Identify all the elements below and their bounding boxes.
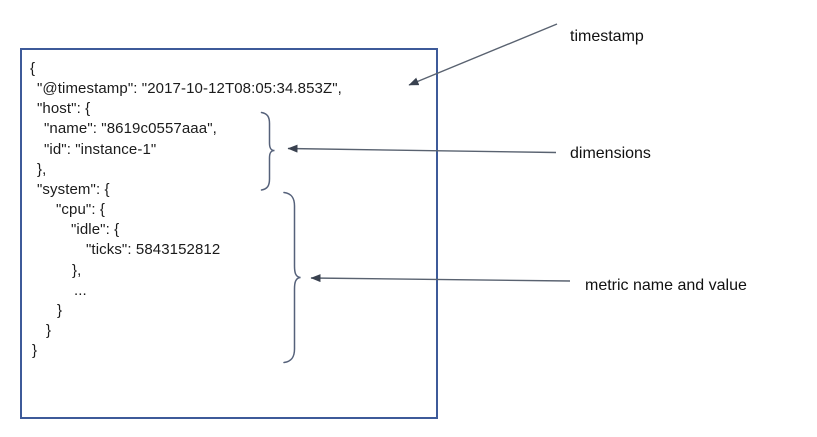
code-line-host: "host": { xyxy=(37,100,91,118)
json-code-block: { "@timestamp": "2017-10-12T08:05:34.853… xyxy=(20,59,438,361)
code-line-cpu-close: } xyxy=(57,301,63,319)
metric-name-and-value-label: metric name and value xyxy=(585,277,747,294)
code-box xyxy=(20,48,438,419)
code-line-host-close: }, xyxy=(37,160,47,178)
code-line-system-close: } xyxy=(46,322,52,340)
code-line-timestamp: "@timestamp": "2017-10-12T08:05:34.853Z"… xyxy=(37,80,342,98)
code-line-cpu: "cpu": { xyxy=(56,201,105,219)
code-line-host-id: "id": "instance-1" xyxy=(44,140,157,158)
code-line-close-brace: } xyxy=(32,342,38,360)
code-line-host-name: "name": "8619c0557aaa", xyxy=(44,120,217,138)
code-line-open-brace: { xyxy=(30,60,36,77)
timestamp-label: timestamp xyxy=(570,28,644,45)
code-line-ellipsis: ... xyxy=(74,281,87,299)
dimensions-label: dimensions xyxy=(570,145,651,162)
code-line-ticks: "ticks": 5843152812 xyxy=(86,241,221,259)
code-line-idle: "idle": { xyxy=(71,221,120,239)
code-line-system: "system": { xyxy=(37,180,110,198)
code-line-idle-close: }, xyxy=(72,261,82,279)
